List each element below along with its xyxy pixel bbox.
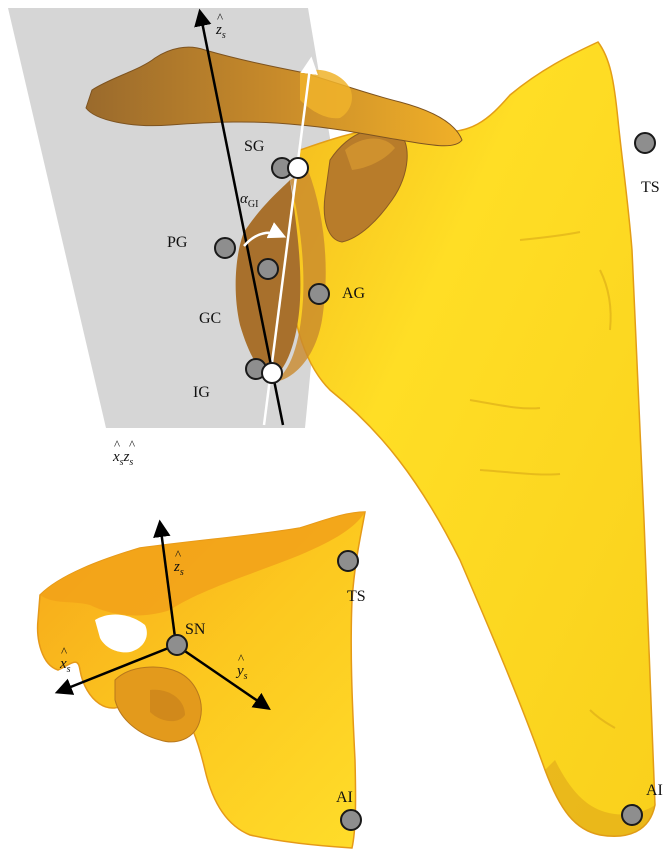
label-AG: AG <box>342 285 366 302</box>
landmark-AG <box>309 284 329 304</box>
landmark-PG <box>215 238 235 258</box>
landmark-TS-main <box>635 133 655 153</box>
label-IG: IG <box>193 384 210 401</box>
landmark-AI-main <box>622 805 642 825</box>
label-SN: SN <box>185 621 206 638</box>
label-PG: PG <box>167 234 188 251</box>
landmark-TS-inset <box>338 551 358 571</box>
label-GC: GC <box>199 310 221 327</box>
label-TS-main: TS <box>641 179 660 196</box>
plane-hat-x: ^ <box>114 437 120 452</box>
landmark-IG-white <box>262 363 282 383</box>
landmark-SN <box>167 635 187 655</box>
landmark-GC <box>258 259 278 279</box>
label-AI-main: AI <box>646 782 663 799</box>
inset-scapula-view: SN TS AI zs ^ xs ^ ys ^ <box>38 512 366 848</box>
landmark-SG-white <box>288 158 308 178</box>
inset-ys-hat: ^ <box>238 651 244 666</box>
plane-hat-z: ^ <box>129 437 135 452</box>
label-AI-inset: AI <box>336 789 353 806</box>
zs-hat-main: ^ <box>217 10 223 25</box>
label-SG: SG <box>244 138 265 155</box>
inset-xs-hat: ^ <box>61 644 67 659</box>
label-TS-inset: TS <box>347 588 366 605</box>
inset-zs-hat: ^ <box>175 547 181 562</box>
landmark-AI-inset <box>341 810 361 830</box>
